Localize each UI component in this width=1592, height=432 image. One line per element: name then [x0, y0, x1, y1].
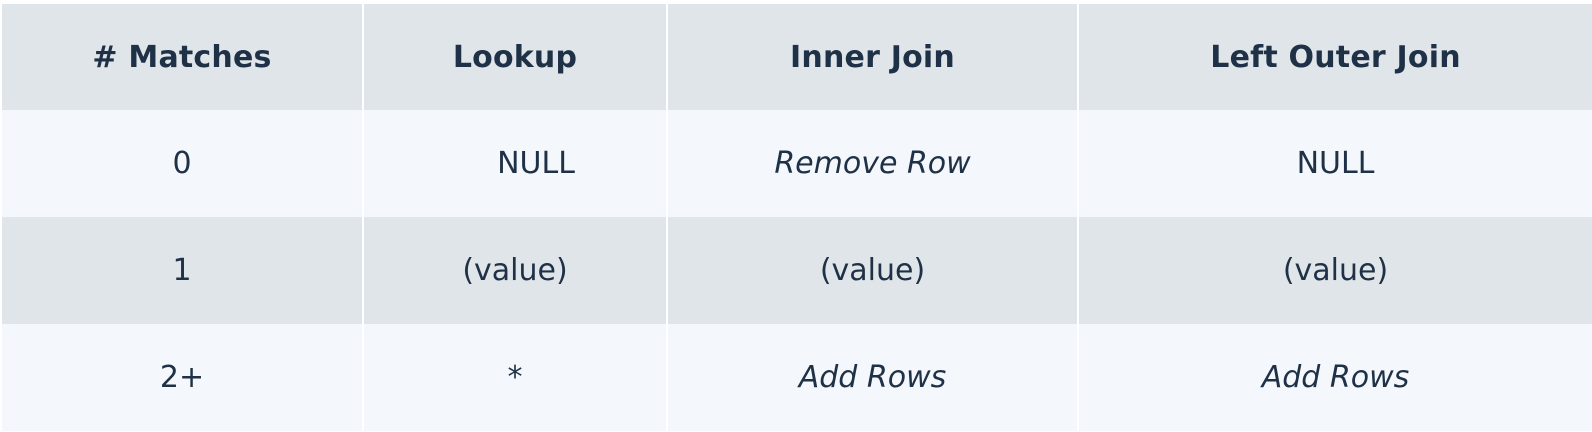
- cell-matches: 2+: [0, 324, 364, 431]
- table-row: 2+ * Add Rows Add Rows: [0, 324, 1592, 431]
- cell-matches: 0: [0, 110, 364, 217]
- cell-left-outer-join: Add Rows: [1077, 324, 1592, 431]
- cell-matches: 1: [0, 217, 364, 324]
- cell-left-outer-join: NULL: [1077, 110, 1592, 217]
- cell-left-outer-join: (value): [1077, 217, 1592, 324]
- join-comparison-table: # Matches Lookup Inner Join Left Outer J…: [0, 4, 1592, 431]
- header-inner-join: Inner Join: [666, 4, 1079, 110]
- table-row: 0 NULL Remove Row NULL: [0, 110, 1592, 217]
- cell-lookup: (value): [362, 217, 668, 324]
- cell-lookup: *: [362, 324, 668, 431]
- cell-inner-join: (value): [666, 217, 1079, 324]
- table-body: 0 NULL Remove Row NULL 1 (value) (value)…: [0, 110, 1592, 431]
- header-row: # Matches Lookup Inner Join Left Outer J…: [0, 4, 1592, 110]
- cell-inner-join: Remove Row: [666, 110, 1079, 217]
- cell-lookup: NULL: [362, 110, 668, 217]
- cell-inner-join: Add Rows: [666, 324, 1079, 431]
- join-comparison-table-container: # Matches Lookup Inner Join Left Outer J…: [0, 4, 1592, 431]
- table-row: 1 (value) (value) (value): [0, 217, 1592, 324]
- header-matches: # Matches: [0, 4, 364, 110]
- header-lookup: Lookup: [362, 4, 668, 110]
- table-header: # Matches Lookup Inner Join Left Outer J…: [0, 4, 1592, 110]
- header-left-outer-join: Left Outer Join: [1077, 4, 1592, 110]
